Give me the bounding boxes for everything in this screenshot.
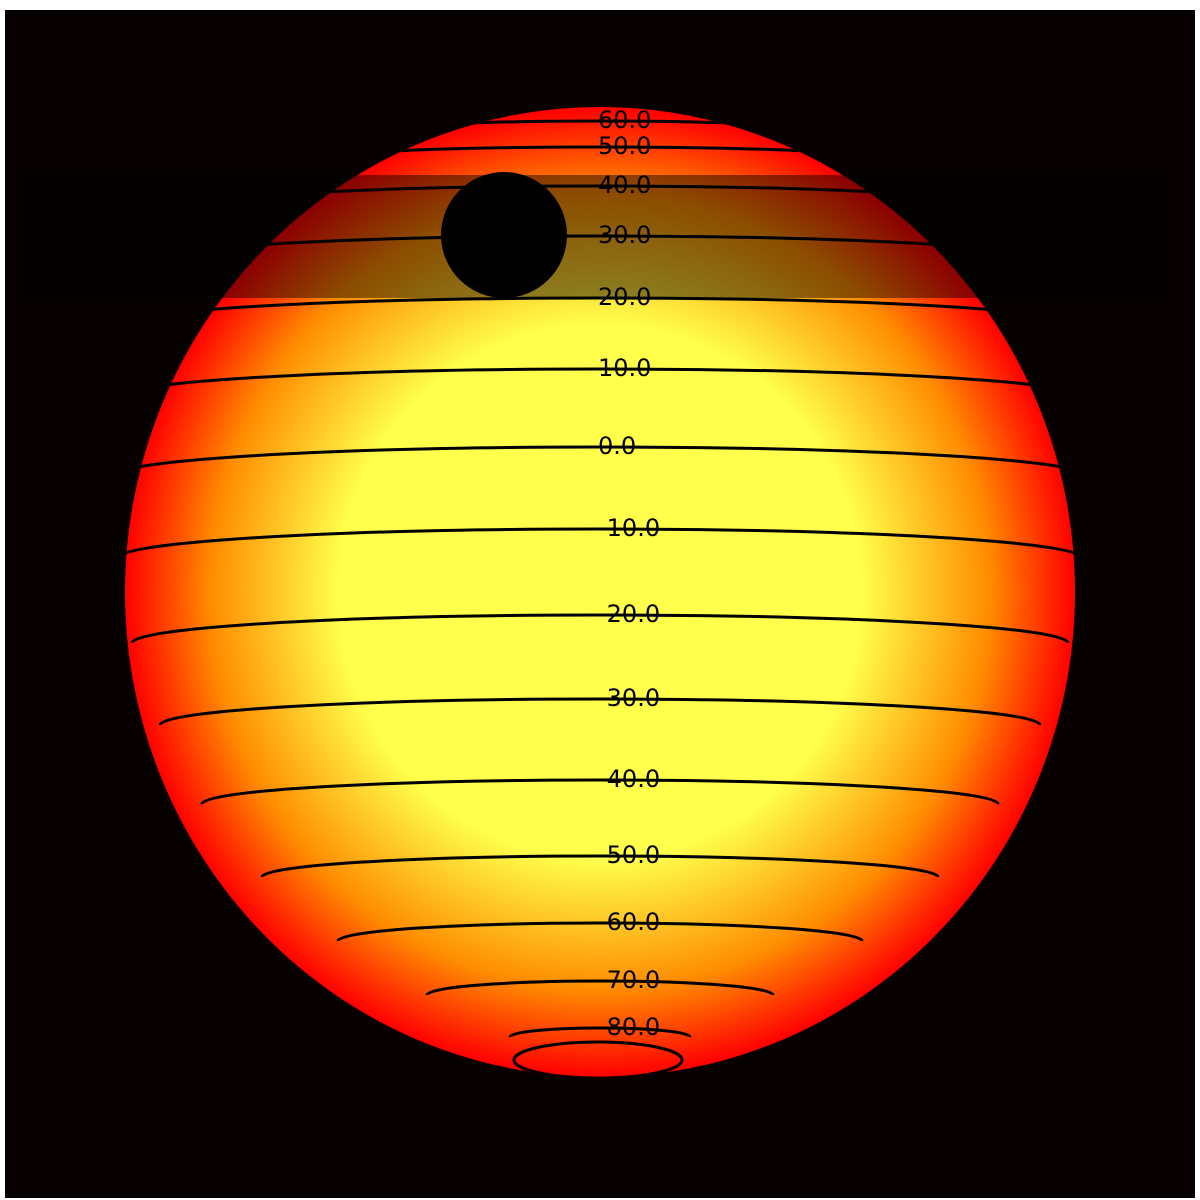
latitude-label-minus-10-0: -10.0 (598, 514, 660, 542)
star-disk (125, 107, 1075, 1077)
latitude-label-40-0: 40.0 (598, 171, 651, 199)
latitude-label-minus-30-0: -30.0 (598, 684, 660, 712)
latitude-gridlines (125, 119, 1075, 1077)
latitude-line-minus-70-0 (425, 979, 775, 996)
latitude-label-60-0: 60.0 (598, 106, 651, 134)
latitude-line-minus-20-0 (130, 613, 1070, 644)
transit-band (22, 175, 1168, 298)
latitude-label-minus-60-0: -60.0 (598, 908, 660, 936)
latitude-label-30-0: 30.0 (598, 221, 651, 249)
latitude-line-10-0 (125, 367, 1075, 398)
latitude-label-20-0: 20.0 (598, 283, 651, 311)
latitude-line-minus-30-0 (158, 697, 1042, 726)
planet-disk (441, 172, 567, 298)
latitude-line-minus-40-0 (200, 778, 1000, 805)
latitude-line-minus-60-0 (336, 921, 864, 942)
latitude-label-10-0: 10.0 (598, 354, 651, 382)
latitude-label-minus-20-0: -20.0 (598, 600, 660, 628)
latitude-line-minus-10-0 (125, 527, 1075, 559)
latitude-label-0-0: 0.0 (598, 432, 636, 460)
latitude-label-minus-40-0: -40.0 (598, 765, 660, 793)
latitude-labels: 60.050.0 40.0 30.0 20.0 10.0 0.0 -10.0 -20.0 -30… (598, 106, 660, 1041)
south-pole-cap-outline (512, 1040, 684, 1077)
latitude-label-minus-80-0: -80.0 (598, 1013, 660, 1041)
latitude-label-50-0: 50.0 (598, 132, 651, 160)
latitude-line-minus-50-0 (260, 854, 940, 878)
latitude-line-0-0 (125, 445, 1075, 477)
latitude-label-minus-70-0: -70.0 (598, 966, 660, 994)
latitude-line-minus-80-0 (508, 1026, 692, 1038)
latitude-label-minus-50-0: -50.0 (598, 841, 660, 869)
